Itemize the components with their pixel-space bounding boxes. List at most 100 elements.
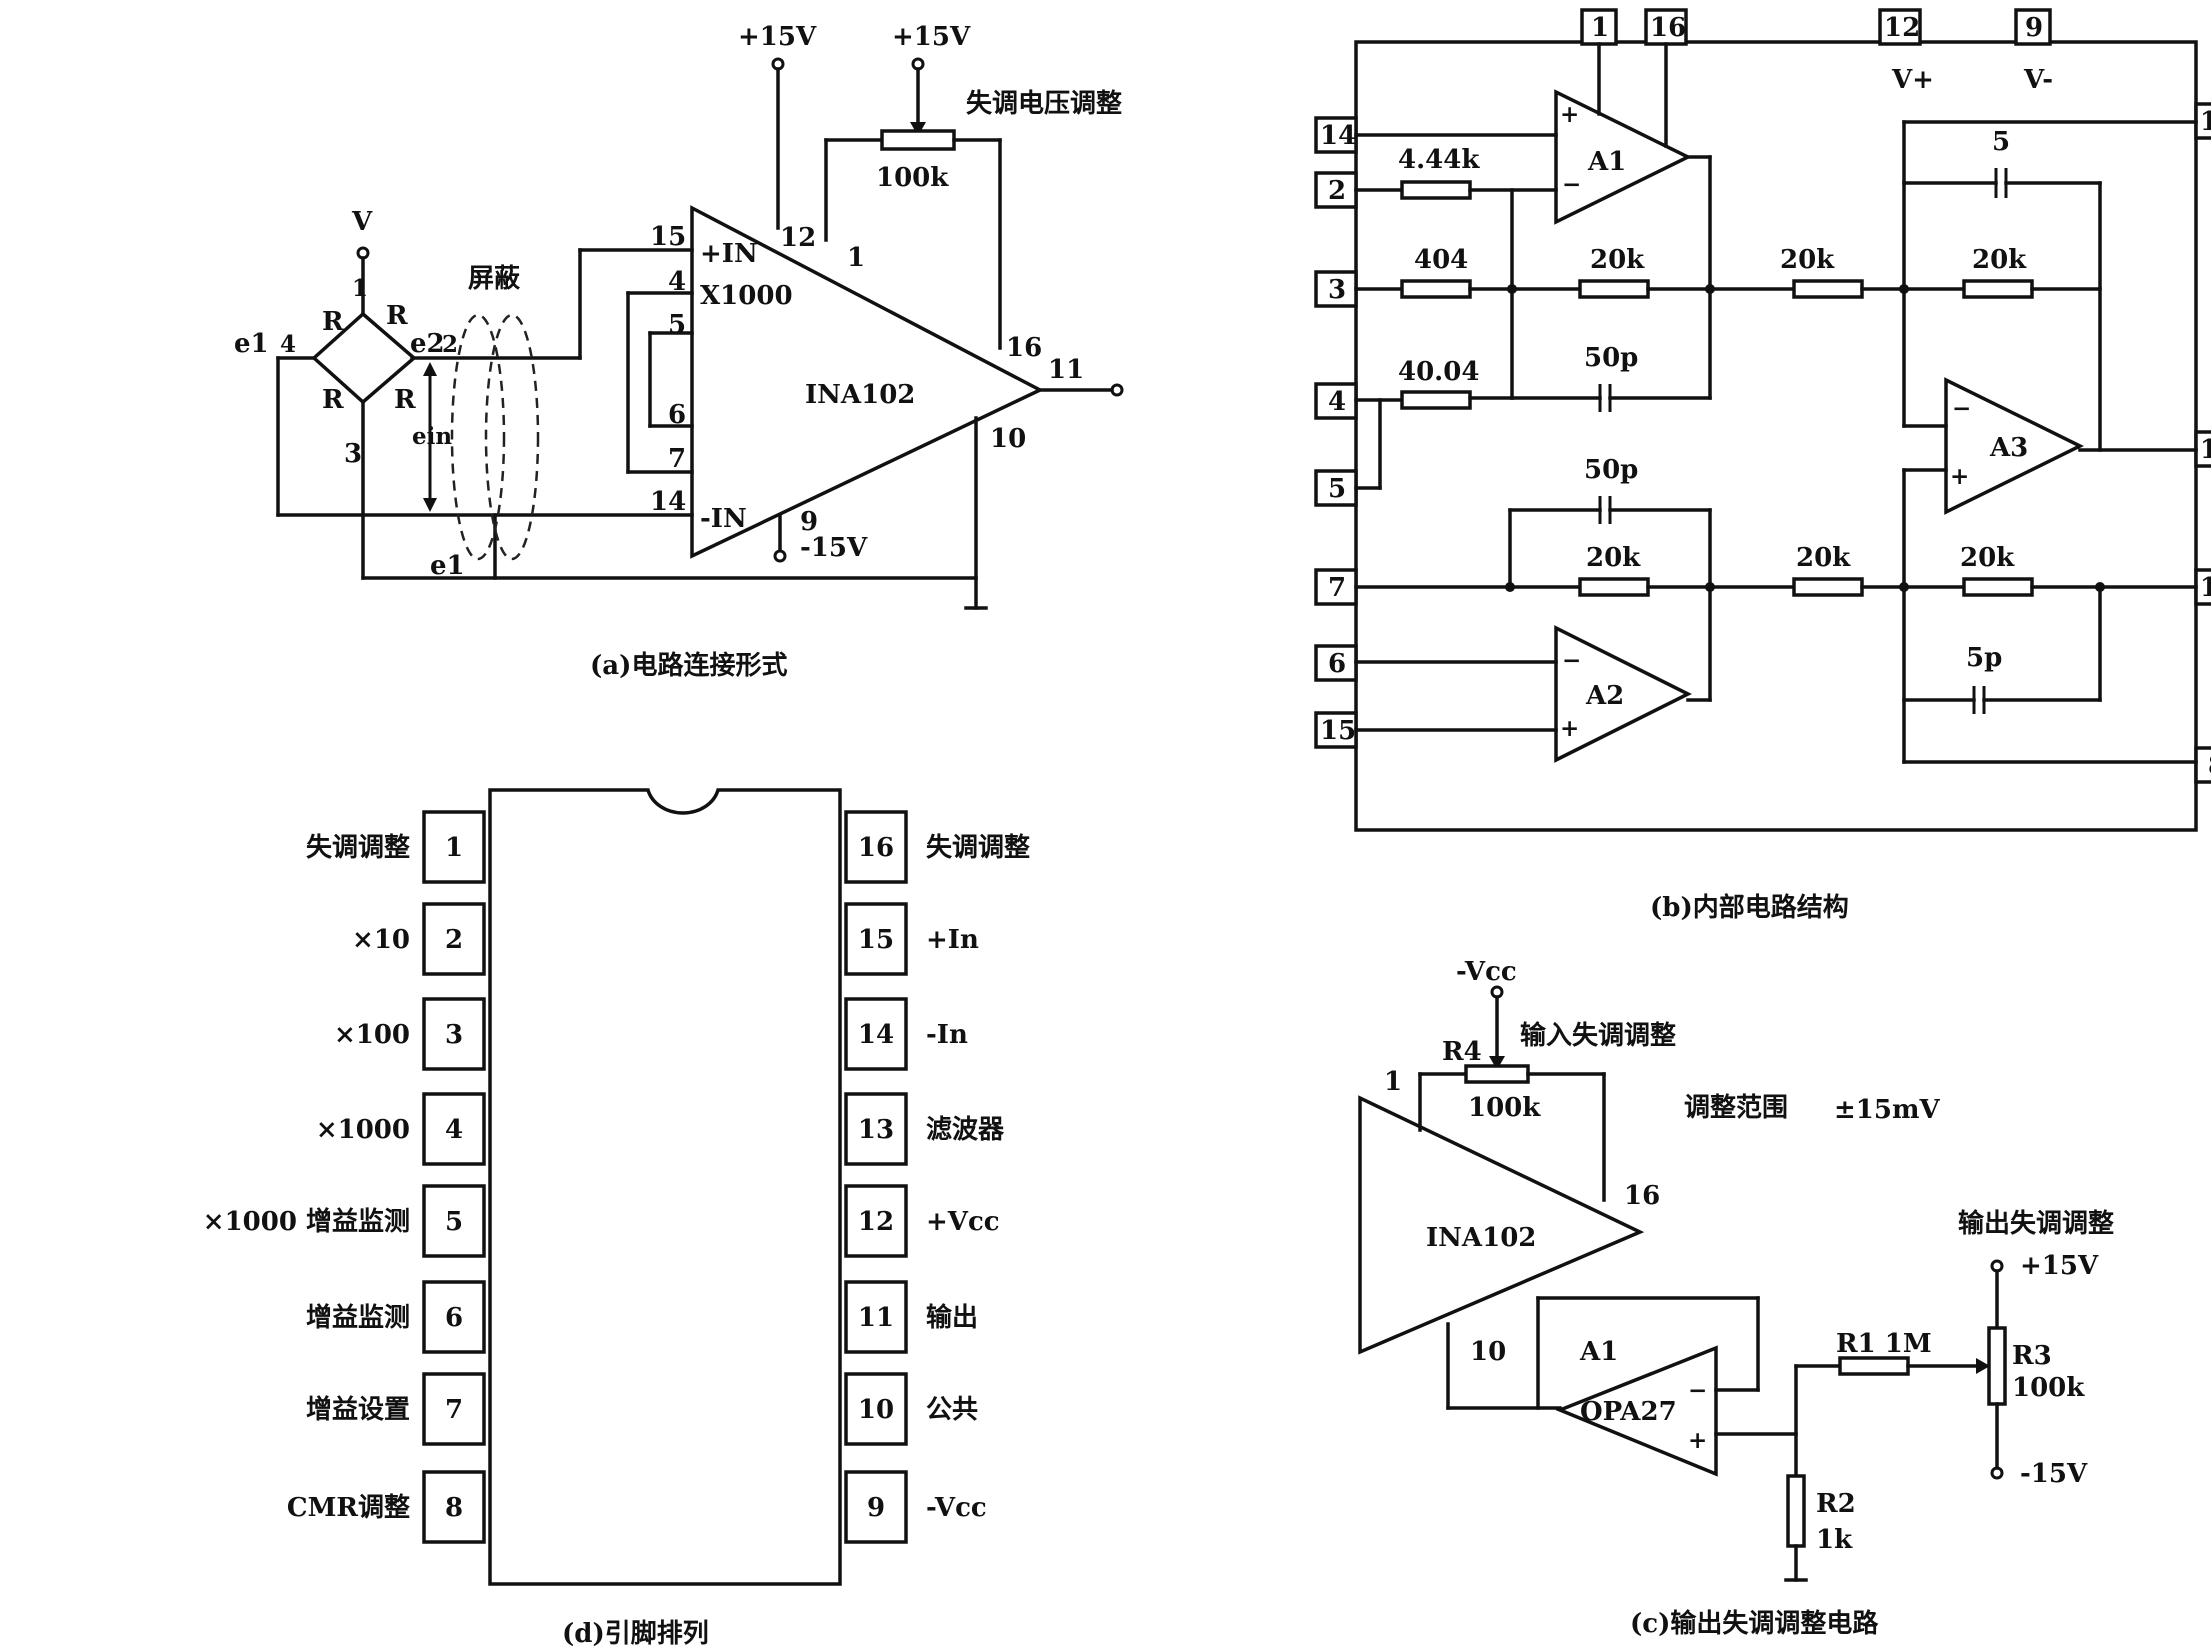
resistor-r4 — [1464, 1064, 1530, 1084]
pin12-label: 12 — [780, 223, 816, 253]
pin-box-left — [422, 810, 486, 884]
panel-c-output-offset-adjust: INA102 -Vcc R4 输入失调调整 1 100k 16 调整范围 ±15… — [1358, 957, 2114, 1639]
left-pin-7-label: 7 — [1328, 573, 1346, 603]
pin-label-right: 输出 — [926, 1302, 978, 1333]
r2-label: R2 — [1816, 1489, 1856, 1519]
e1-bottom-label: e1 — [430, 551, 465, 581]
bridge-node-4: 4 — [280, 331, 296, 358]
shield-ellipse-left — [450, 313, 506, 561]
r2-value-label: 1k — [1816, 1525, 1853, 1555]
pin-number-left: 4 — [445, 1115, 463, 1145]
pin-label-left: 增益设置 — [306, 1394, 410, 1425]
pin-box-left — [422, 997, 486, 1071]
caption-c: (c)输出失调调整电路 — [1630, 1608, 1879, 1639]
left-pin-2-label: 2 — [1328, 176, 1346, 206]
top-pin-12 — [1878, 8, 1922, 46]
ina102-label-c: INA102 — [1426, 1223, 1536, 1253]
left-pin-6-label: 6 — [1328, 649, 1346, 679]
bridge-r-top-right: R — [386, 301, 408, 331]
junction-dot — [1899, 582, 1909, 592]
resistor-20k-a-label: 20k — [1590, 245, 1645, 275]
resistor-20k-c — [1962, 279, 2034, 299]
top-pin-1-label: 1 — [1591, 13, 1609, 43]
pin-label-right: -Vcc — [926, 1493, 987, 1523]
ina102-amplifier-symbol — [690, 205, 1044, 559]
pot-100k — [880, 129, 956, 151]
ina102-label: INA102 — [805, 380, 915, 410]
left-pin-5 — [1314, 469, 1358, 507]
x1000-label: X1000 — [700, 281, 793, 311]
a2-plus: + — [1560, 715, 1579, 742]
pin-box-right — [844, 902, 908, 976]
pin-number-right: 14 — [858, 1020, 894, 1050]
bridge-r-bottom-left: R — [322, 385, 344, 415]
pin-box-left — [422, 902, 486, 976]
pin-label-left: CMR调整 — [287, 1492, 410, 1523]
r3-wiper-arrow-icon — [1976, 1358, 1990, 1374]
resistor-404 — [1400, 279, 1472, 299]
neg-vcc-label: -Vcc — [1456, 957, 1517, 987]
a3-minus: − — [1952, 395, 1971, 422]
pin-number-right: 12 — [858, 1207, 894, 1237]
right-pin-8-label: 8 — [2208, 751, 2211, 781]
opa27-label: OPA27 — [1580, 1397, 1677, 1427]
pin-label-left: ×1000 — [316, 1115, 410, 1145]
pin16-label: 16 — [1006, 333, 1042, 363]
pin-box-right — [844, 1184, 908, 1258]
resistor-404-label: 404 — [1414, 245, 1468, 275]
pin-label-left: ×1000 增益监测 — [203, 1206, 410, 1237]
pin-box-right — [844, 1280, 908, 1354]
ein-arrow-down-icon — [423, 498, 437, 512]
minus-in-label: -IN — [700, 504, 747, 534]
offset-voltage-title: 失调电压调整 — [966, 88, 1122, 119]
pin-number-right: 15 — [858, 925, 894, 955]
amp-a1 — [1554, 89, 1692, 225]
a1-label-c: A1 — [1579, 1337, 1618, 1367]
pin6-label: 6 — [668, 400, 686, 430]
right-pin-11-label: 11 — [2200, 435, 2211, 465]
pin-box-left — [422, 1280, 486, 1354]
shield-ellipse-right — [484, 313, 540, 561]
pin-box-right — [844, 810, 908, 884]
left-pin-14-label: 14 — [1320, 121, 1356, 151]
bridge-node-3: 3 — [344, 439, 362, 469]
dip16-package — [488, 788, 842, 1586]
amp-a3 — [1944, 377, 2084, 515]
pin14-label: 14 — [650, 487, 686, 517]
cap-5-label: 5 — [1992, 127, 2010, 157]
wiper-arrow-icon — [910, 122, 926, 136]
bridge-node-2: 2 — [442, 331, 458, 358]
resistor-4.44k-label: 4.44k — [1398, 145, 1480, 175]
shield-label: 屏蔽 — [468, 264, 521, 294]
pin-number-left: 7 — [445, 1395, 463, 1425]
output-offset-label: 输出失调调整 — [1958, 1208, 2114, 1239]
right-pin-10-label: 10 — [2200, 573, 2211, 603]
pin-number-left: 3 — [445, 1020, 463, 1050]
top-pin-9 — [2014, 8, 2052, 46]
resistor-20k-f-label: 20k — [1960, 543, 2015, 573]
pin7-label: 7 — [668, 444, 686, 474]
opa27-symbol — [1555, 1345, 1718, 1477]
top-pin-16-label: 16 — [1650, 13, 1686, 43]
a3-plus: + — [1950, 463, 1969, 490]
pin10-label: 10 — [990, 424, 1026, 454]
resistor-20k-d-label: 20k — [1586, 543, 1641, 573]
right-pin-8 — [2194, 746, 2211, 784]
right-pin-13-label: 13 — [2200, 107, 2211, 137]
plus-in-label: +IN — [700, 239, 758, 269]
caption-a: (a)电路连接形式 — [590, 650, 787, 681]
pin1-label-c: 1 — [1384, 1067, 1402, 1097]
panel-a-circuit-connection: INA102 +IN X1000 -IN +15V 12 9 -15V +15V… — [234, 22, 1124, 681]
pin-label-right: 失调调整 — [926, 832, 1030, 863]
pos15v-label: +15V — [2020, 1251, 2099, 1281]
caption-d: (d)引脚排列 — [562, 1619, 709, 1649]
supply-terminal-neg15v — [773, 549, 787, 563]
pin-label-left: ×10 — [352, 925, 410, 955]
r1-label: R1 1M — [1836, 1329, 1932, 1359]
panel-b-internal-circuit: 1 16 12 9 V+ V- 14 2 3 4 5 7 6 15 13 11 … — [1314, 8, 2211, 923]
pin-box-right — [844, 1470, 908, 1544]
